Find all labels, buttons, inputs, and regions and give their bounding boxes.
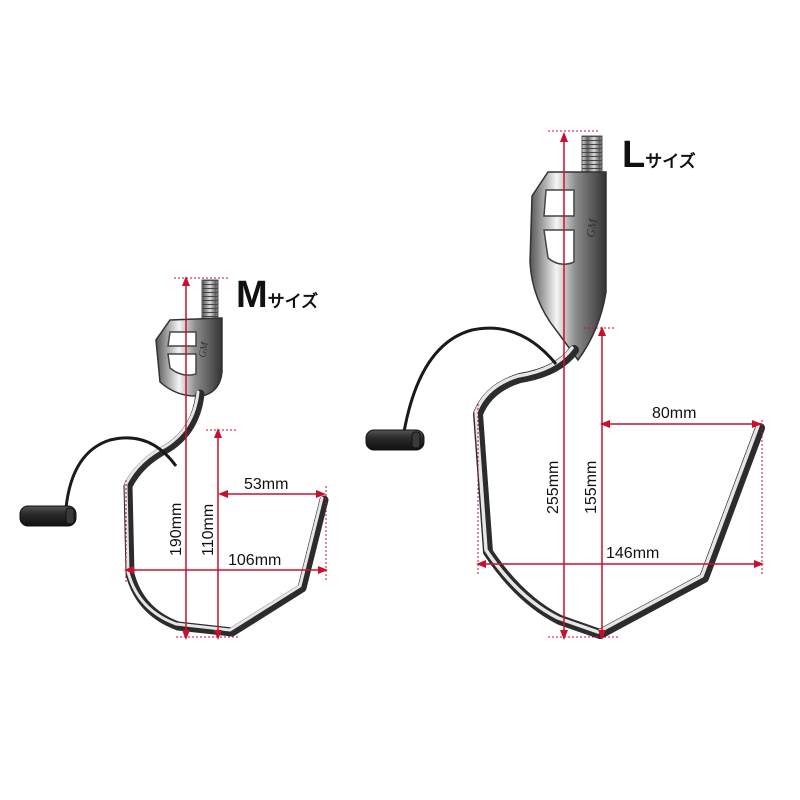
- m-total-height-arrow-bottom: [182, 630, 190, 640]
- m-hook-height-arrow-bottom: [214, 630, 222, 640]
- m-gap-arrow-left: [218, 490, 228, 498]
- l-gap-arrow-right: [752, 420, 762, 428]
- l-width-arrow-left: [476, 560, 486, 568]
- m-gap-label: 53mm: [244, 476, 288, 493]
- m-width-label: 106mm: [228, 552, 281, 569]
- l-hook-height-arrow-bottom: [598, 630, 606, 640]
- l-thread: [581, 135, 603, 177]
- m-bracket-window-bottom: [167, 353, 197, 376]
- l-hook-height-label: 155mm: [583, 461, 600, 514]
- l-cap: [365, 429, 425, 451]
- m-size-title: Mサイズ: [236, 274, 318, 317]
- l-hook-body-highlight: [474, 346, 760, 634]
- m-total-height-label: 190mm: [168, 503, 185, 556]
- l-width-label: 146mm: [606, 545, 659, 562]
- m-thread: [201, 279, 219, 321]
- l-width-arrow-right: [754, 560, 764, 568]
- l-total-height-arrow-bottom: [560, 630, 568, 640]
- m-logo: GM: [197, 341, 211, 359]
- m-width-arrow-left: [124, 566, 134, 574]
- l-size-suffix: サイズ: [645, 152, 696, 171]
- l-bracket-window-top: [543, 189, 575, 217]
- l-bracket-window-bottom: [543, 229, 575, 265]
- m-hook-height-label: 110mm: [200, 504, 217, 556]
- l-gap-arrow-left: [600, 420, 610, 428]
- m-width-arrow-right: [318, 566, 328, 574]
- l-total-height-arrow-top: [560, 132, 568, 142]
- m-gap-arrow-right: [316, 490, 326, 498]
- l-cap-ring: [411, 431, 421, 449]
- m-cap: [19, 505, 77, 527]
- l-size-title: Lサイズ: [622, 134, 696, 177]
- l-bracket: [529, 171, 607, 362]
- m-dimensions: [124, 276, 328, 640]
- l-hook: GM: [365, 135, 765, 639]
- m-bracket-window-top: [167, 331, 197, 347]
- l-cord: [402, 326, 558, 433]
- m-total-height-arrow-top: [182, 276, 190, 286]
- m-hook-height-arrow-top: [214, 428, 222, 438]
- m-size-suffix: サイズ: [267, 292, 319, 311]
- m-cap-ring: [65, 507, 75, 525]
- m-cord: [64, 436, 178, 509]
- l-size-letter: L: [622, 134, 645, 176]
- m-size-letter: M: [236, 274, 268, 316]
- l-dimensions: [476, 130, 764, 640]
- l-gap-label: 80mm: [652, 405, 696, 422]
- l-logo: GM: [583, 217, 600, 239]
- m-hook: GM: [19, 279, 329, 637]
- l-hook-height-arrow-top: [598, 326, 606, 336]
- l-total-height-label: 255mm: [545, 461, 562, 514]
